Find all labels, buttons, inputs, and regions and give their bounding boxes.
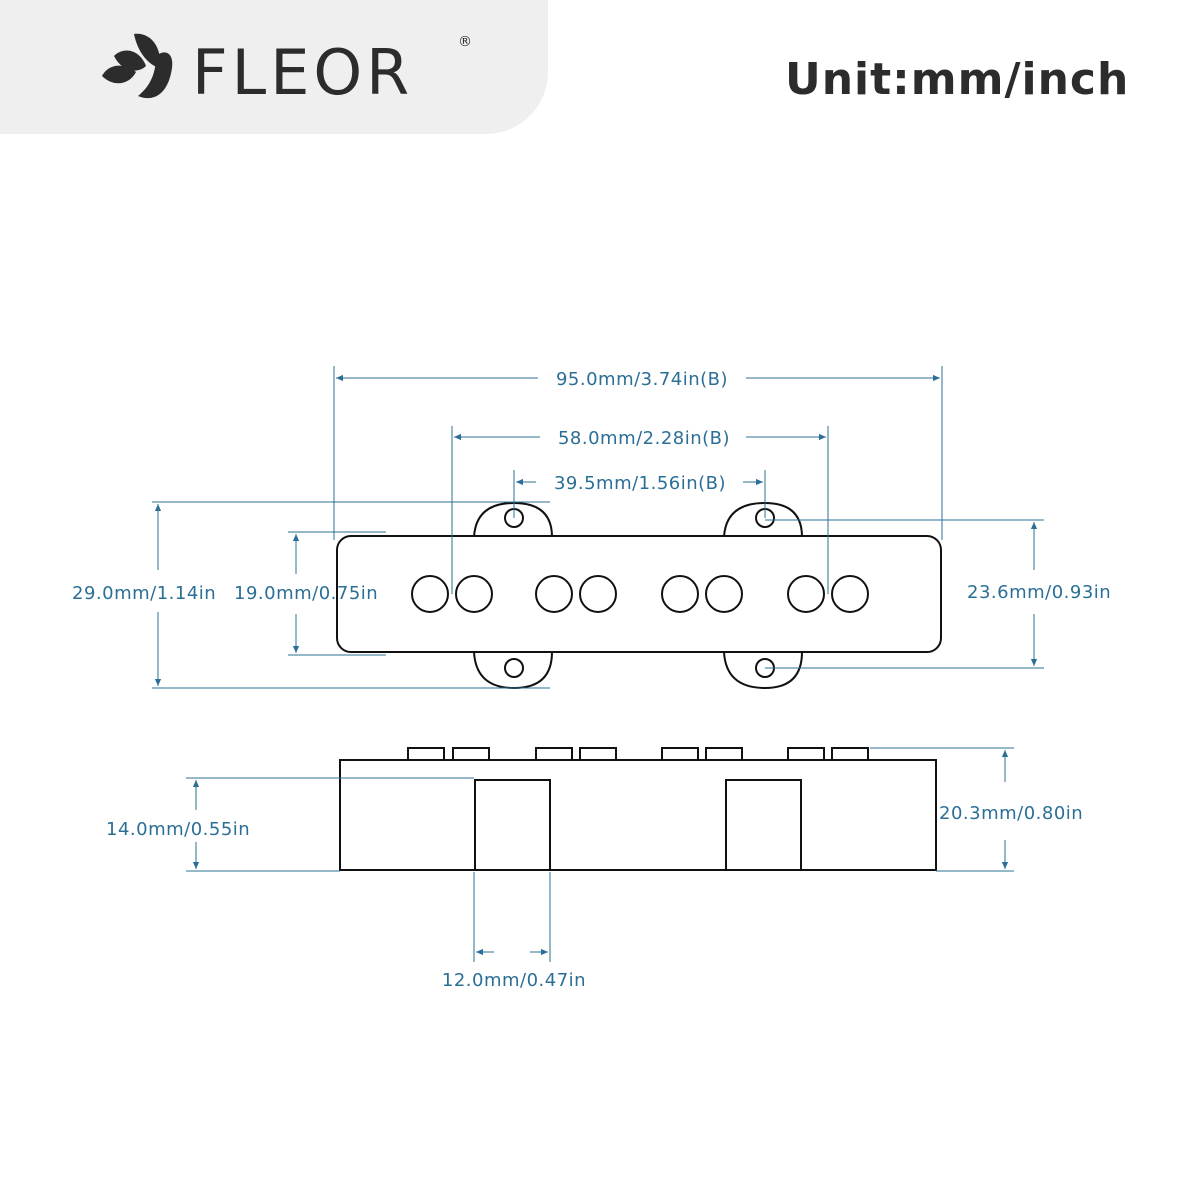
pole-piece xyxy=(535,575,573,613)
dim-overall-width: 29.0mm/1.14in xyxy=(72,501,550,689)
brand-wordmark: FLEOR xyxy=(192,36,413,106)
leaf-icon xyxy=(102,33,173,99)
unit-label: Unit:mm/inch xyxy=(785,54,1130,105)
pole-cap xyxy=(407,747,445,761)
pole-piece xyxy=(411,575,449,613)
dim-body-width: 19.0mm/0.75in xyxy=(234,531,386,656)
side-view xyxy=(339,747,937,871)
outer-pole-span-label: 58.0mm/2.28in(B) xyxy=(558,428,730,449)
overall-length-label: 95.0mm/3.74in(B) xyxy=(556,369,728,390)
mount-hole xyxy=(504,658,524,678)
pole-cap xyxy=(705,747,743,761)
header-band xyxy=(0,0,548,134)
registered-mark: ® xyxy=(458,34,472,50)
body-height-label: 14.0mm/0.55in xyxy=(106,819,250,840)
pole-piece xyxy=(579,575,617,613)
pole-piece xyxy=(705,575,743,613)
pole-piece xyxy=(787,575,825,613)
mount-hole-spacing-label: 39.5mm/1.56in(B) xyxy=(554,473,726,494)
dim-body-height: 14.0mm/0.55in xyxy=(106,777,474,872)
pickup-body xyxy=(336,535,942,653)
top-view xyxy=(336,501,942,690)
dim-outer-pole-span: 58.0mm/2.28in(B) xyxy=(451,426,829,594)
dim-mount-tab-span: 23.6mm/0.93in xyxy=(765,519,1111,669)
pole-cap xyxy=(831,747,869,761)
dim-total-height: 20.3mm/0.80in xyxy=(870,747,1083,872)
pole-piece xyxy=(455,575,493,613)
leg-width-label: 12.0mm/0.47in xyxy=(442,970,586,991)
pole-cap xyxy=(787,747,825,761)
brand-logo: FLEOR ® xyxy=(102,33,472,106)
pole-piece xyxy=(831,575,869,613)
overall-width-label: 29.0mm/1.14in xyxy=(72,583,216,604)
dim-overall-length: 95.0mm/3.74in(B) xyxy=(333,366,943,540)
pole-cap xyxy=(452,747,490,761)
total-height-label: 20.3mm/0.80in xyxy=(939,803,1083,824)
mount-tab-span-label: 23.6mm/0.93in xyxy=(967,582,1111,603)
pole-piece xyxy=(661,575,699,613)
pole-cap xyxy=(535,747,573,761)
pole-cap xyxy=(661,747,699,761)
dim-mount-hole-spacing: 39.5mm/1.56in(B) xyxy=(513,470,766,518)
body-width-label: 19.0mm/0.75in xyxy=(234,583,378,604)
mounting-leg xyxy=(474,779,551,871)
pole-cap xyxy=(579,747,617,761)
side-body xyxy=(339,759,937,871)
dim-leg-width: 12.0mm/0.47in xyxy=(442,872,586,991)
mounting-leg xyxy=(725,779,802,871)
